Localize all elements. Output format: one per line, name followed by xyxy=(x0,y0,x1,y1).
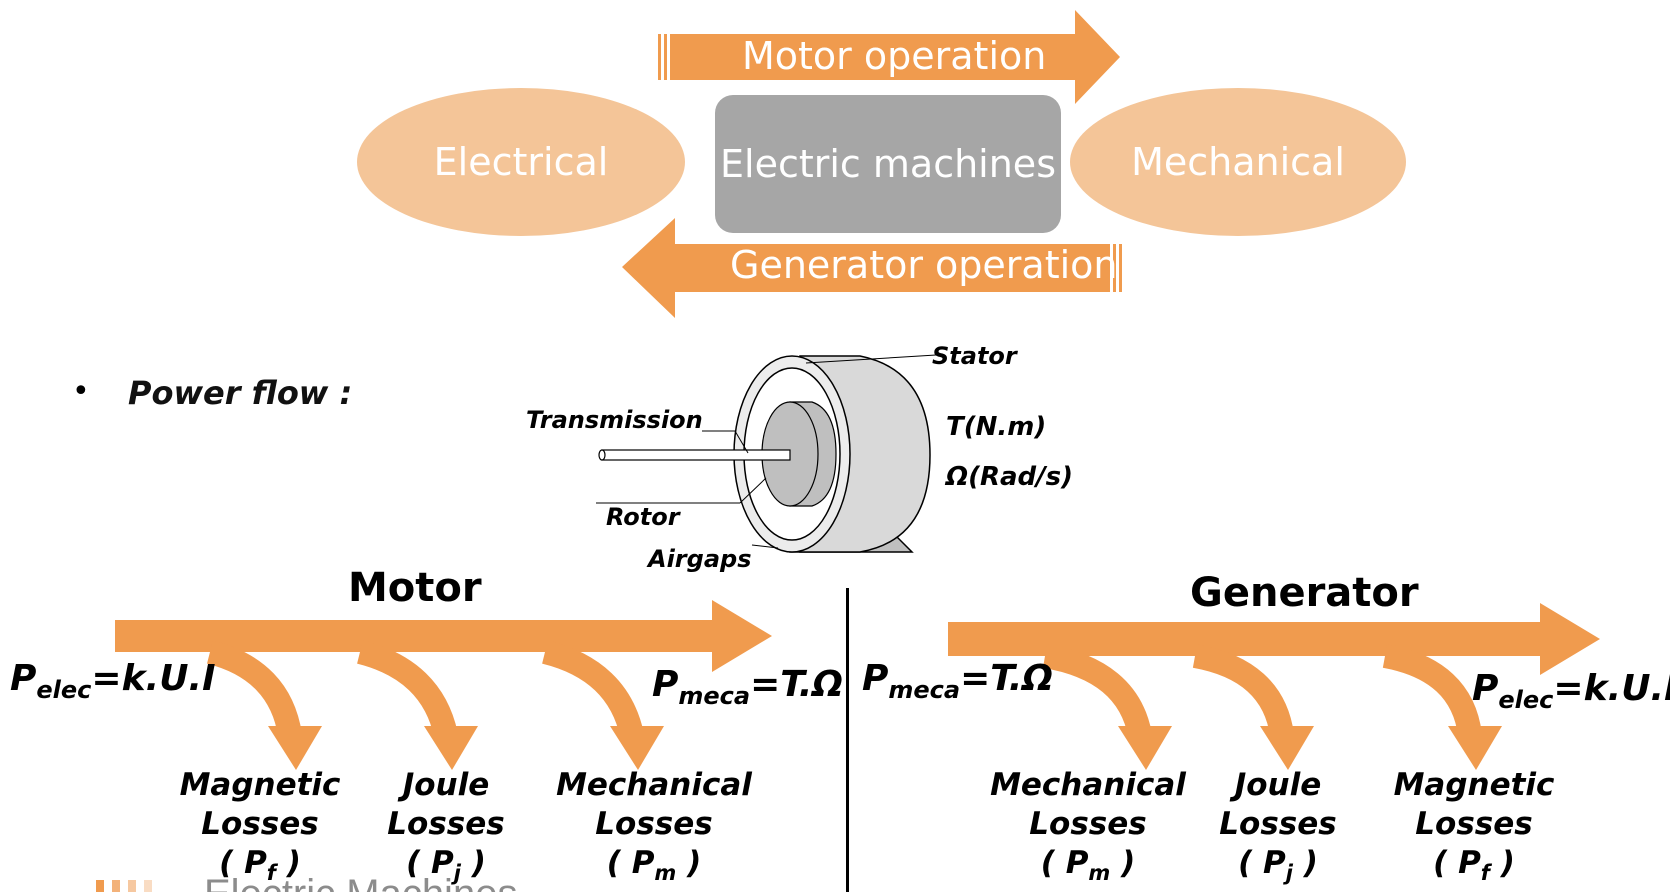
generator-loss-branch-1 xyxy=(1042,644,1152,738)
electrical-node: Electrical xyxy=(357,88,685,236)
speed-label: Ω(Rad/s) xyxy=(946,462,1074,492)
section-divider xyxy=(846,588,849,892)
generator-flow-title: Generator xyxy=(1190,570,1419,616)
shaft xyxy=(601,449,791,461)
generator-loss-joule: Joule Losses ( Pj ) xyxy=(1219,767,1337,886)
generator-flow-arrows xyxy=(948,603,1600,770)
motor-operation-label: Motor operation xyxy=(742,34,1047,78)
motor-loss-branch-2 xyxy=(356,640,458,738)
generator-operation-label: Generator operation xyxy=(730,243,1118,287)
stator-label: Stator xyxy=(932,342,1017,370)
mechanical-label: Mechanical xyxy=(1131,140,1345,184)
torque-label: T(N.m) xyxy=(946,412,1047,442)
motor-main-arrow xyxy=(115,600,772,672)
logo-text: Electric Machines xyxy=(204,872,517,892)
generator-main-arrow xyxy=(948,603,1600,675)
motor-loss-magnetic: Magnetic Losses ( Pf ) xyxy=(179,767,341,886)
generator-loss-branch-3 xyxy=(1382,644,1482,737)
airgaps-label: Airgaps xyxy=(648,545,752,573)
motor-flow-title: Motor xyxy=(348,565,482,611)
generator-operation-arrow xyxy=(622,218,1122,318)
power-flow-label: Power flow : xyxy=(128,374,353,412)
motor-loss-joule: Joule Losses ( Pj ) xyxy=(387,767,505,886)
motor-input-power: Pelec=k.U.I xyxy=(10,658,216,705)
motor-loss-mechanical: Mechanical Losses ( Pm ) xyxy=(556,767,752,886)
footer-logo: Electric Machines xyxy=(96,872,576,892)
generator-loss-mechanical: Mechanical Losses ( Pm ) xyxy=(990,767,1186,886)
operation-arrows xyxy=(622,10,1122,318)
motor-loss-branch-1 xyxy=(206,640,302,738)
generator-input-power: Pmeca=T.Ω xyxy=(862,658,1053,705)
rotor-label: Rotor xyxy=(606,503,680,531)
power-flow-bullet: • xyxy=(72,374,90,409)
mechanical-node: Mechanical xyxy=(1070,88,1406,236)
generator-loss-branch-2 xyxy=(1192,644,1294,738)
motor-output-power: Pmeca=T.Ω xyxy=(652,664,843,711)
motor-operation-arrow xyxy=(658,10,1120,104)
motor-flow-arrows xyxy=(115,600,772,770)
electric-machines-node: Electric machines xyxy=(715,95,1061,233)
generator-loss-magnetic: Magnetic Losses ( Pf ) xyxy=(1393,767,1555,886)
motor-figure xyxy=(596,354,937,553)
generator-output-power: Pelec=k.U.I xyxy=(1472,668,1670,715)
motor-loss-branch-3 xyxy=(541,640,644,738)
electric-machines-label: Electric machines xyxy=(720,142,1056,186)
transmission-label: Transmission xyxy=(526,406,703,434)
electrical-label: Electrical xyxy=(433,140,609,184)
